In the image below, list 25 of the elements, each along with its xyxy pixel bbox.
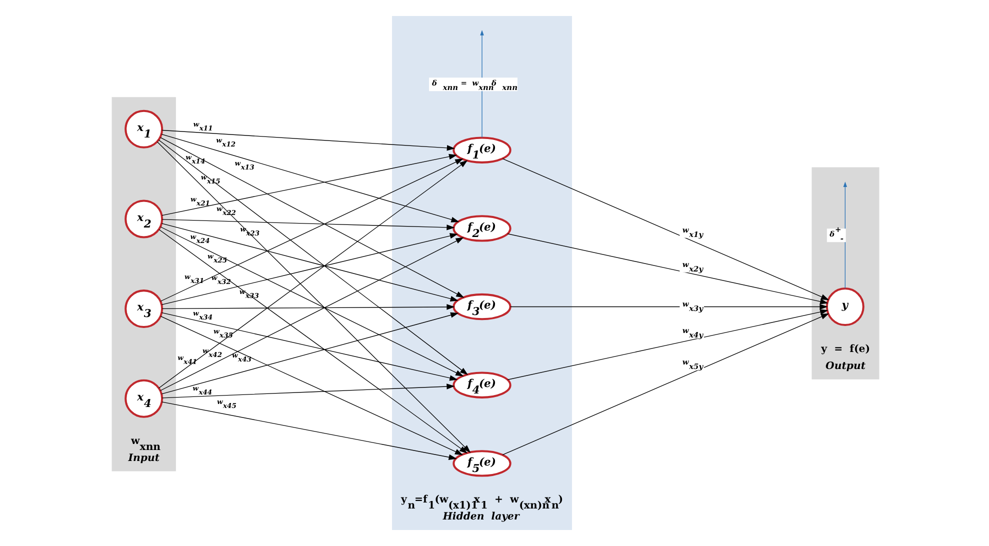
arrow — [843, 182, 848, 289]
arrow — [162, 304, 455, 310]
arrow — [160, 316, 464, 456]
arrow — [160, 237, 464, 391]
arrow — [162, 219, 455, 230]
arrow — [160, 137, 464, 298]
arrow — [162, 130, 456, 151]
arrow — [502, 313, 830, 456]
arrow — [161, 312, 458, 381]
arrow — [161, 312, 459, 394]
arrow — [162, 384, 455, 398]
arrow — [158, 229, 468, 454]
arrow — [480, 30, 484, 138]
arrow — [161, 223, 458, 302]
arrow — [510, 304, 828, 310]
arrow — [161, 233, 458, 306]
arrow — [161, 134, 460, 222]
arrow — [162, 402, 457, 460]
arrow — [507, 309, 828, 380]
arrow — [160, 226, 464, 376]
arrow — [502, 158, 830, 300]
arrow — [160, 158, 464, 302]
arrow — [507, 233, 828, 304]
arrow — [162, 154, 458, 216]
node-circle: y — [826, 288, 864, 326]
